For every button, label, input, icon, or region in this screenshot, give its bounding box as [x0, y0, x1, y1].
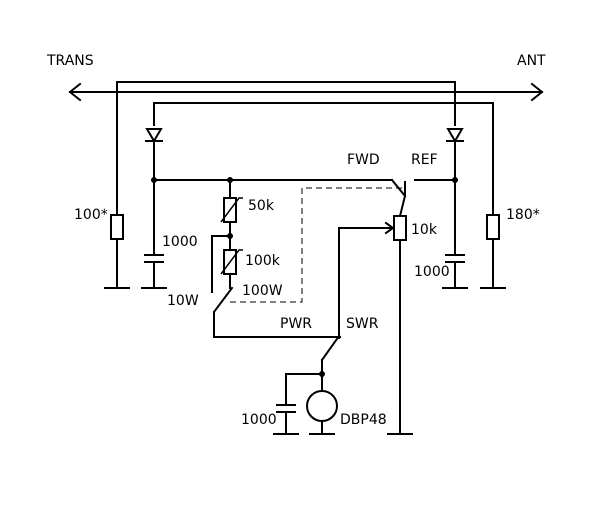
label-pwr: PWR — [280, 316, 312, 332]
label-range-100w: 100W — [242, 283, 283, 299]
label-ref: REF — [411, 152, 438, 168]
label-resistor-180: 180* — [506, 207, 540, 223]
meter-dbp48 — [306, 390, 338, 435]
fwd-rail — [151, 177, 393, 183]
capacitor-right — [442, 179, 468, 289]
capacitor-left — [141, 179, 167, 289]
resistor-100 — [104, 214, 130, 289]
resistor-180 — [480, 214, 506, 289]
ref-rail — [414, 177, 458, 183]
label-fwd: FWD — [347, 152, 380, 168]
diode-reflected — [446, 128, 464, 181]
pot-10k — [338, 215, 413, 435]
trimmer-50k — [220, 179, 243, 251]
label-capacitor-left: 1000 — [162, 234, 198, 250]
diode-forward — [145, 128, 163, 181]
switch-linkage — [230, 187, 405, 303]
label-capacitor-right: 1000 — [414, 264, 450, 280]
label-resistor-100: 100* — [74, 207, 108, 223]
trimmer-100k — [220, 249, 243, 289]
label-trimmer-100k: 100k — [245, 253, 281, 269]
main-line — [68, 82, 544, 102]
label-capacitor-meter: 1000 — [241, 412, 277, 428]
label-range-10w: 10W — [167, 293, 199, 309]
label-swr: SWR — [346, 316, 379, 332]
range-switch — [211, 235, 341, 338]
label-pot-10k: 10k — [411, 222, 438, 238]
label-ant: ANT — [517, 53, 546, 69]
sense-wires — [116, 81, 494, 216]
capacitor-meter — [273, 373, 323, 435]
pwr-swr-switch — [319, 334, 341, 393]
label-trans: TRANS — [46, 53, 94, 69]
label-trimmer-50k: 50k — [248, 198, 275, 214]
label-meter: DBP48 — [340, 412, 387, 428]
fwd-ref-switch — [390, 178, 407, 218]
